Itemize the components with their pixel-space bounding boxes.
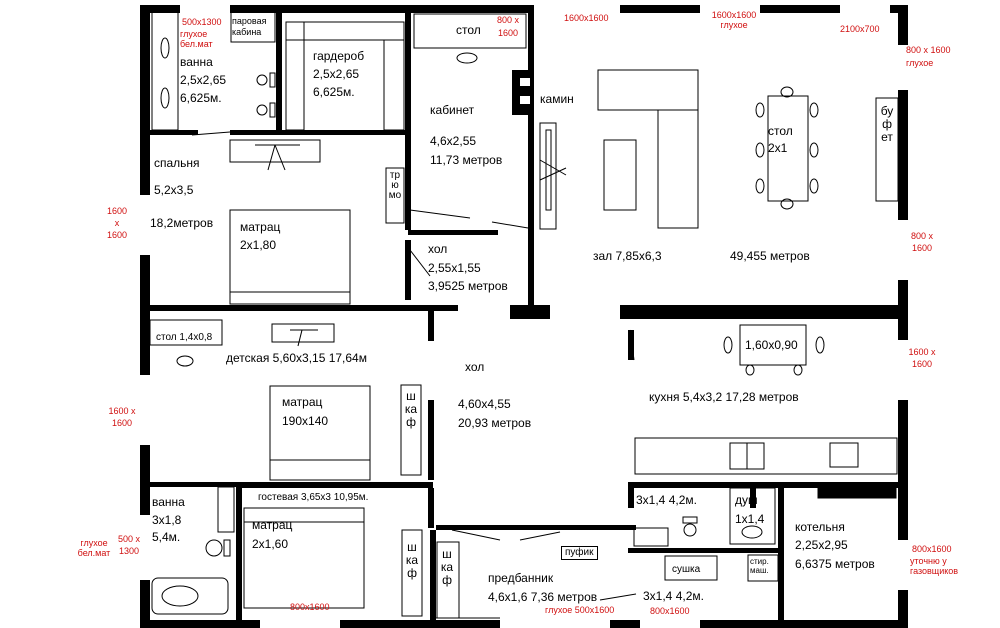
bath2-area: 5,4м. [152,530,181,544]
hall1-name: хол [428,242,448,256]
bedroom-name: спальня [154,156,200,170]
hall2-size: 4,60х4,55 [458,397,511,411]
steam-cabin-label: паровая кабина [232,16,267,37]
window-left2-size: 1600 х 1600 [108,406,136,428]
boiler-size: 2,25х2,95 [795,538,848,552]
kitchen-table-label: 1,60х0,90 [745,338,798,352]
window-bath1-size: 500х1300 [182,17,222,27]
washer-label: стир. маш. [750,557,769,575]
hall2-area: 20,93 метров [458,416,532,430]
fireplace-label: камин [540,92,574,106]
study-area: 11,73 метров [430,153,503,167]
boiler-name: котельня [795,520,845,534]
furniture [149,11,899,619]
window-bottom2-size: глухое 500х1600 [545,605,615,615]
shower-size: 1х1,4 [735,512,765,526]
hall2-name: хол [465,360,485,374]
bed1-size: 2х1,80 [240,238,277,252]
dining-table-label: стол [768,124,793,138]
hall1-area: 3,9525 метров [428,279,508,293]
kids-desk-label: стол 1,4х0,8 [156,332,213,343]
outer-walls [140,5,908,628]
bath1-size: 2,5х2,65 [180,73,227,87]
closet3-label: шкаф [440,547,454,587]
window-bottom1-size: 800х1600 [290,602,330,612]
window-right1-size: 800 х 1600 глухое [906,45,951,68]
window-bottom3-size: 800х1600 [650,606,690,616]
kitchen-label: кухня 5,4х3,2 17,28 метров [649,390,799,404]
bed3-size: 2х1,60 [252,537,289,551]
inner-walls [148,5,905,628]
dryer-room-size: 3х1,4 4,2м. [643,589,704,603]
window-left3-size: 500 х 1300 [117,534,141,556]
wc-size-label: 3х1,4 4,2м. [636,493,697,507]
window-study-size: 800 х 1600 [496,15,520,38]
dryer-label: сушка [672,564,701,575]
pouf-label: пуфик [561,546,598,560]
window-right4-note: уточню у газовщиков [910,556,959,576]
buffet-label: буфет [880,104,894,144]
anteroom-size: 4,6х1,6 7,36 метров [488,590,598,604]
bath1-name: ванна [180,55,213,69]
window-top1-size: 1600х1600 [564,13,609,23]
window-bath1-note: глухое бел.мат [180,29,213,49]
trumo-label: трюмо [388,170,402,201]
wardrobe-size: 2,5х2,65 [313,67,360,81]
bed1-name: матрац [240,220,281,234]
closet2-label: шкаф [405,540,419,580]
bed2-size: 190х140 [282,414,329,428]
bath2-name: ванна [152,495,185,509]
anteroom-name: предбанник [488,571,554,585]
window-left1-size: 1600 х 1600 [106,206,128,240]
boiler-area: 6,6375 метров [795,557,875,571]
wardrobe-name: гардероб [313,49,365,63]
bed2-name: матрац [282,395,323,409]
shower-name: душ [735,493,758,507]
bedroom-size: 5,2х3,5 [154,183,194,197]
window-right4-size: 800х1600 [912,544,952,554]
dining-table-size: 2х1 [768,141,788,155]
window-top3-size: 2100х700 [840,24,880,34]
study-size: 4,6х2,55 [430,134,477,148]
bed3-name: матрац [252,518,293,532]
window-right3-size: 1600 х 1600 [908,347,936,369]
guest-room-label: гостевая 3,65х3 10,95м. [258,492,369,503]
wardrobe-area: 6,625м. [313,85,355,99]
kids-room-label: детская 5,60х3,15 17,64м [226,351,367,365]
study-name: кабинет [430,103,475,117]
window-top2-size: 1600х1600 глухое [711,10,757,30]
living-room-label: зал 7,85х6,3 [593,249,662,263]
window-right2-size: 800 х 1600 [910,231,934,253]
closet1-label: шкаф [404,389,418,429]
study-desk-label: стол [456,23,481,37]
living-room-area: 49,455 метров [730,249,810,263]
window-left3-note: глухое бел.мат [77,538,111,558]
bath2-size: 3х1,8 [152,513,182,527]
hall1-size: 2,55х1,55 [428,261,481,275]
bedroom-area: 18,2метров [150,216,214,230]
bath1-area: 6,625м. [180,91,222,105]
